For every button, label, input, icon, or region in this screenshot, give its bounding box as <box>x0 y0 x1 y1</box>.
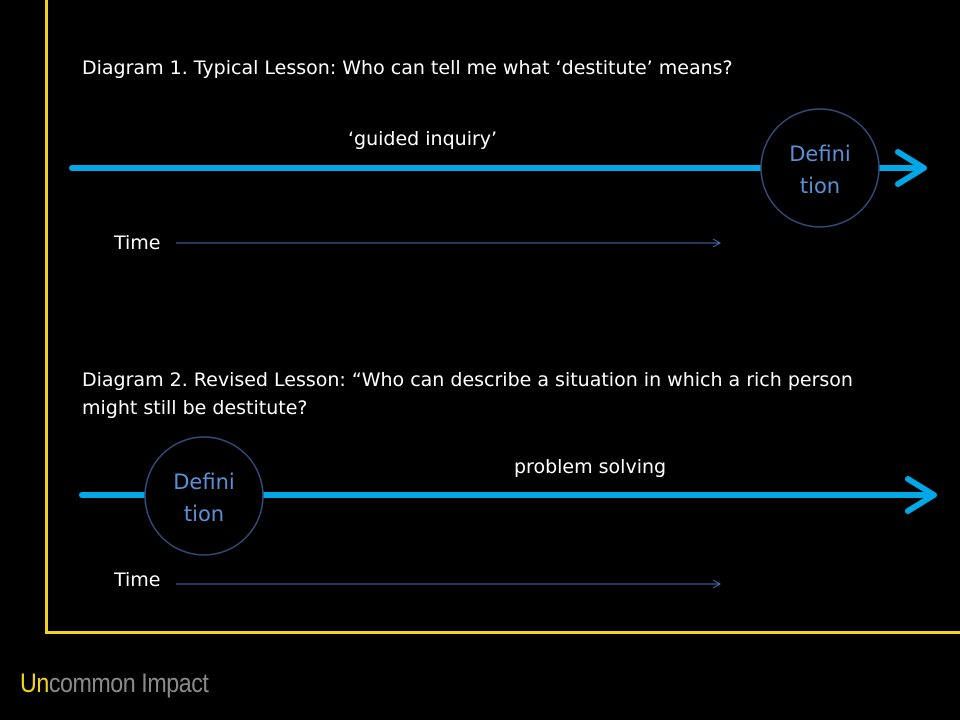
brand-logo-rest: common Impact <box>48 668 209 698</box>
diagram2-time-label: Time <box>114 569 161 591</box>
diagram1-circle-text-line1: Defini <box>789 142 850 166</box>
brand-logo: Uncommon Impact <box>20 668 209 699</box>
diagram1-caption: Diagram 1. Typical Lesson: Who can tell … <box>82 57 733 79</box>
diagram2-arrow-label: problem solving <box>514 456 667 478</box>
diagram1-definition-circle: Defini tion <box>760 108 880 228</box>
diagram1-time-label: Time <box>114 232 161 254</box>
frame-left-border <box>45 0 48 634</box>
diagram1-time-arrow <box>176 238 722 248</box>
brand-logo-accent: Un <box>20 668 49 698</box>
diagram2-circle-text-line1: Defini <box>173 470 234 494</box>
diagram1-circle-text-line2: tion <box>800 174 840 198</box>
diagram2-caption-line1: Diagram 2. Revised Lesson: “Who can desc… <box>82 369 853 391</box>
diagram2-caption-line2: might still be destitute? <box>82 397 308 419</box>
diagram2-circle-text-line2: tion <box>184 502 224 526</box>
diagram1-arrow-label: ‘guided inquiry’ <box>348 128 498 150</box>
diagram2-definition-circle: Defini tion <box>144 436 264 556</box>
diagram2-time-arrow <box>176 579 722 589</box>
frame-bottom-border <box>45 631 960 634</box>
